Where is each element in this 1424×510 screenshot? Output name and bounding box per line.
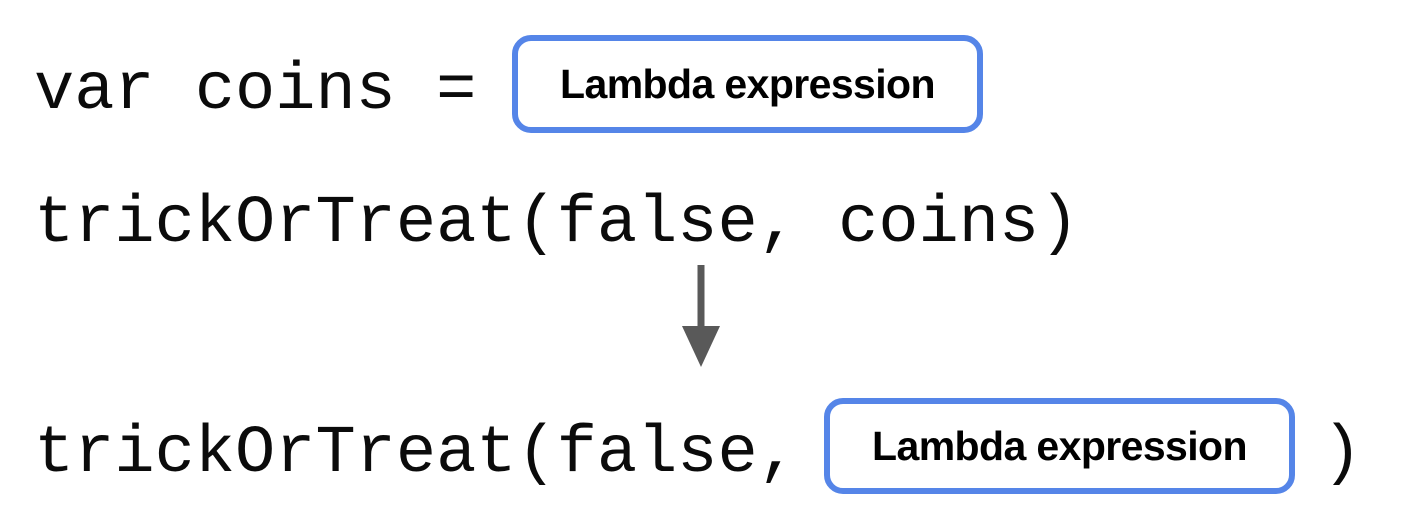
lambda-expression-chip-1-label: Lambda expression xyxy=(560,60,935,107)
down-arrow-icon xyxy=(682,265,720,367)
line3-code-prefix: trickOrTreat(false, xyxy=(34,416,839,492)
line3-code-suffix: ) xyxy=(1322,416,1363,492)
line2-code: trickOrTreat(false, coins) xyxy=(34,186,1080,262)
lambda-expression-chip-2[interactable]: Lambda expression xyxy=(824,398,1295,494)
line1-code-prefix: var coins = xyxy=(34,53,517,129)
lambda-expression-chip-2-label: Lambda expression xyxy=(872,422,1247,469)
lambda-expression-chip-1[interactable]: Lambda expression xyxy=(512,35,983,133)
